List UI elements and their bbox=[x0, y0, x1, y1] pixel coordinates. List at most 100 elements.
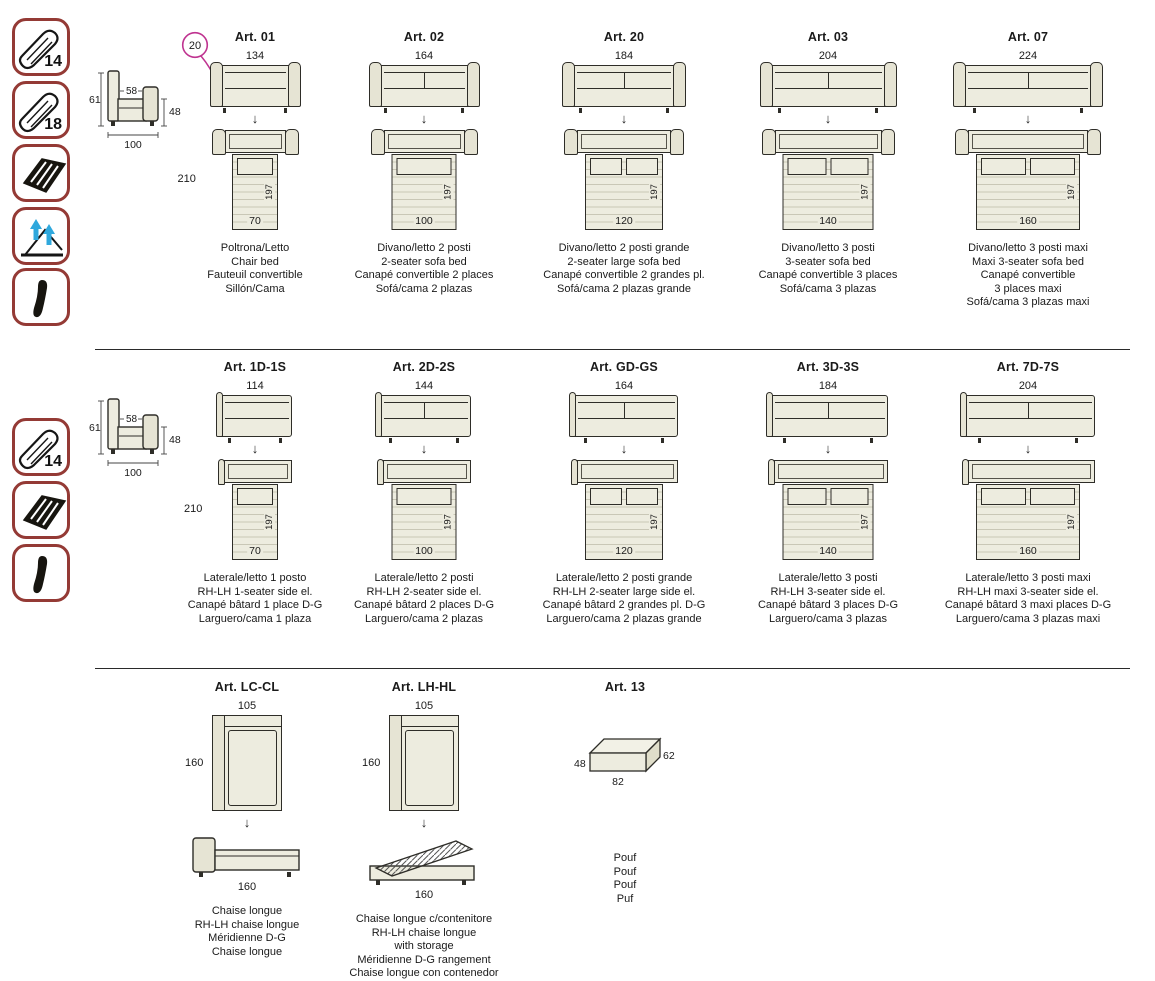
bed-width-dimension: 100 bbox=[413, 215, 435, 227]
slatted-base-icon bbox=[22, 495, 67, 530]
leg-icon bbox=[33, 556, 48, 594]
bed-length-dimension: 197 bbox=[1066, 182, 1077, 202]
open-arrow-icon bbox=[334, 816, 514, 829]
bed-length-dimension: 197 bbox=[264, 182, 275, 202]
pouf-3d-view: 48 82 62 bbox=[574, 737, 675, 788]
open-arrow-icon bbox=[165, 112, 345, 125]
product-column: Art. 3D-3S 184 197 140 Laterale/letto 3 … bbox=[738, 360, 918, 626]
sofa-foot bbox=[460, 108, 464, 113]
sofa-arm-left bbox=[959, 392, 967, 437]
sofa-foot bbox=[284, 108, 288, 113]
svg-text:100: 100 bbox=[124, 467, 142, 479]
backrest-line bbox=[224, 72, 286, 74]
sofa-arm-left bbox=[562, 62, 575, 107]
sofa-foot bbox=[279, 438, 283, 443]
sofa-front-view bbox=[375, 392, 471, 443]
bed-length-dimension: 197 bbox=[859, 182, 871, 202]
width-dimension: 164 bbox=[414, 50, 434, 62]
seat-line bbox=[225, 418, 289, 419]
folded-backrest bbox=[774, 130, 882, 153]
sofa-arm-left bbox=[953, 62, 966, 107]
sofa-foot bbox=[783, 438, 787, 443]
sofa-arm-left bbox=[759, 62, 773, 107]
open-arrow-icon bbox=[534, 112, 714, 125]
product-description: Poltrona/Letto Chair bed Fauteuil conver… bbox=[207, 242, 303, 295]
bed-open-view: 197 100 bbox=[370, 129, 478, 230]
pillow bbox=[237, 488, 273, 505]
bed-open-view: 197 140 bbox=[761, 129, 895, 230]
cushion-split-line bbox=[828, 402, 829, 418]
chaise-storage-open-view bbox=[369, 840, 475, 885]
bed-length-dimension: 197 bbox=[442, 182, 454, 202]
sofa-arm-right bbox=[1090, 62, 1103, 107]
open-arrow-icon bbox=[938, 442, 1118, 455]
mattress-icon bbox=[18, 92, 59, 133]
bed-arm-right bbox=[880, 129, 895, 155]
product-column: Art. 20 184 197 120 Divano/letto 2 posti… bbox=[534, 30, 714, 296]
product-description: Laterale/letto 2 posti RH-LH 2-seater si… bbox=[353, 572, 495, 625]
backrest-line bbox=[775, 402, 885, 404]
bed-length-dimension: 197 bbox=[442, 512, 454, 532]
mattress-icon-badge: 14 bbox=[12, 418, 70, 476]
mattress: 197 140 bbox=[782, 154, 874, 230]
mattress-thickness-label: 14 bbox=[44, 453, 62, 470]
width-dimension: 114 bbox=[246, 380, 264, 392]
sofa-arm-right bbox=[466, 62, 480, 107]
open-arrow-icon bbox=[738, 112, 918, 125]
mattress-icon-badge: 18 bbox=[12, 81, 70, 139]
product-column: Art. 13 48 82 62 Pouf Pouf Pouf Puf bbox=[535, 680, 715, 906]
folded-backrest bbox=[967, 460, 1095, 483]
backrest-inner-line bbox=[580, 464, 674, 479]
folded-backrest bbox=[774, 460, 888, 483]
svg-text:100: 100 bbox=[124, 139, 142, 151]
sofa-front-view bbox=[368, 62, 480, 113]
mattress-thickness-label: 14 bbox=[44, 53, 62, 70]
pillow bbox=[830, 488, 869, 505]
sofa-front-view bbox=[953, 62, 1103, 113]
pillow bbox=[787, 488, 826, 505]
bed-arm-right bbox=[1087, 129, 1101, 155]
width-dimension: 184 bbox=[614, 50, 634, 62]
backrest-inner-line bbox=[387, 464, 467, 479]
leg-icon bbox=[33, 280, 48, 318]
sofa-front-view bbox=[959, 392, 1095, 443]
seat-line bbox=[577, 418, 675, 419]
sofa-foot bbox=[660, 438, 664, 443]
sofa-foot bbox=[869, 438, 873, 443]
pillow bbox=[626, 158, 658, 175]
backrest-inner-line bbox=[228, 134, 282, 149]
leg-icon-badge bbox=[12, 268, 70, 326]
sofa-foot bbox=[978, 438, 982, 443]
sofa-foot bbox=[384, 108, 388, 113]
bed-length-dimension: 197 bbox=[264, 512, 275, 532]
pillow bbox=[981, 488, 1026, 505]
article-title: Art. LH-HL bbox=[391, 680, 457, 694]
open-arrow-icon bbox=[334, 442, 514, 455]
mattress: 197 100 bbox=[391, 154, 457, 230]
product-description: Pouf Pouf Pouf Puf bbox=[613, 852, 637, 905]
product-column: Art. 1D-1S 114 210 197 70 Laterale/letto… bbox=[165, 360, 345, 626]
bed-open-view: 210 197 70 bbox=[178, 129, 299, 230]
mattress: 197 100 bbox=[391, 484, 457, 560]
bed-open-view: 197 100 bbox=[377, 459, 471, 560]
bed-arm-right bbox=[463, 129, 478, 155]
chaise-arm bbox=[213, 716, 225, 810]
backrest-line bbox=[577, 402, 675, 404]
sofa-foot bbox=[665, 108, 669, 113]
bed-length-dimension: 197 bbox=[649, 182, 660, 202]
sofa-arm-right bbox=[883, 62, 897, 107]
chaise-cushion bbox=[405, 730, 454, 806]
backrest-inner-line bbox=[778, 134, 878, 149]
open-arrow-icon bbox=[334, 112, 514, 125]
svg-text:58: 58 bbox=[126, 86, 138, 97]
article-title: Art. 01 bbox=[234, 30, 276, 44]
sofa-foot bbox=[973, 108, 977, 113]
depth-dimension: 160 bbox=[362, 757, 381, 770]
product-column: Art. GD-GS 164 197 120 Laterale/letto 2 … bbox=[534, 360, 714, 626]
width-dimension: 105 bbox=[237, 700, 257, 712]
bed-width-dimension: 120 bbox=[613, 215, 635, 227]
product-description: Divano/letto 2 posti grande 2-seater lar… bbox=[543, 242, 705, 295]
cushion-split-line bbox=[624, 402, 625, 418]
width-dimension: 184 bbox=[818, 380, 838, 392]
